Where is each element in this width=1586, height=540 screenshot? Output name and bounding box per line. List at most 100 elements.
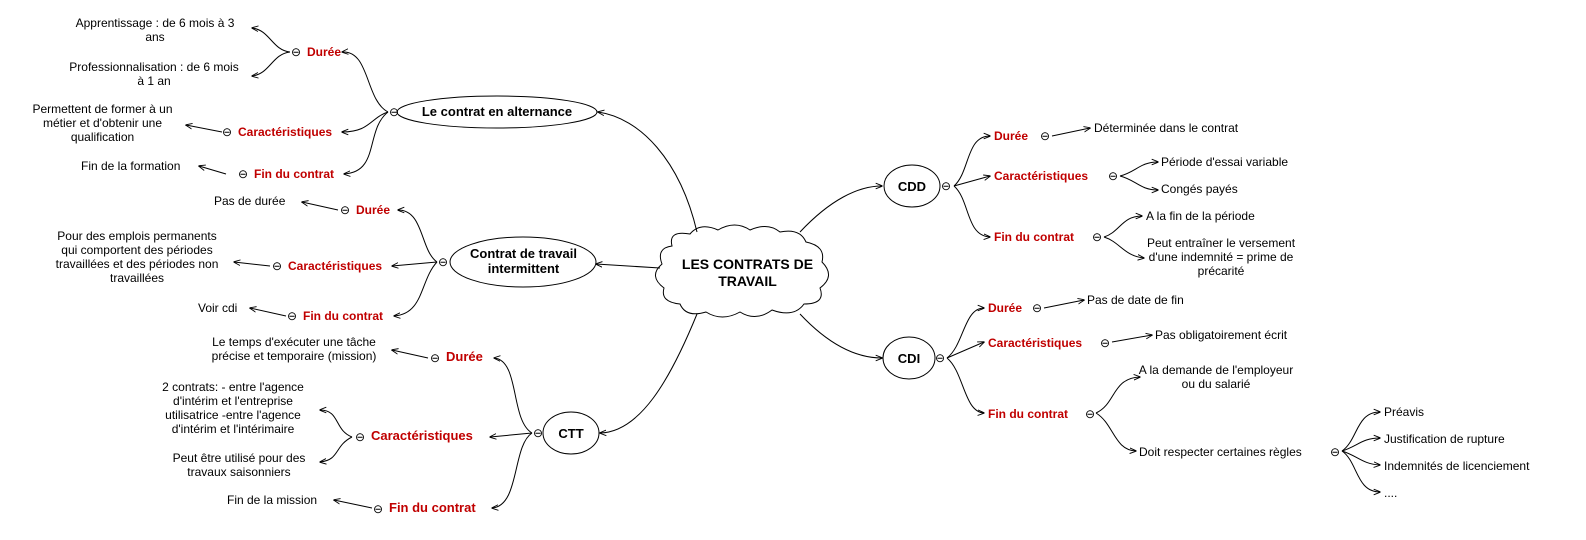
cdi-carac-label[interactable]: Caractéristiques bbox=[988, 336, 1083, 350]
alternance-fin-text: Fin de la formation bbox=[81, 159, 181, 173]
collapse-toggle-icon[interactable]: ⊖ bbox=[287, 309, 298, 323]
collapse-toggle-icon[interactable]: ⊖ bbox=[1032, 301, 1043, 315]
ctt-duree-line2: précise et temporaire (mission) bbox=[211, 349, 377, 363]
professionnalisation-line1: Professionnalisation : de 6 mois bbox=[69, 60, 239, 74]
intermittent-carac-line4: travaillées bbox=[109, 271, 165, 285]
intermittent-carac-line3: travaillées et des périodes non bbox=[55, 257, 219, 271]
collapse-toggle-icon[interactable]: ⊖ bbox=[238, 167, 249, 181]
node-intermittent[interactable]: Contrat de travail intermittent bbox=[452, 246, 595, 276]
node-ctt-shape bbox=[542, 411, 600, 455]
alternance-carac-line3: qualification bbox=[70, 130, 135, 144]
intermittent-carac-line2: qui comportent des périodes bbox=[61, 243, 213, 257]
collapse-toggle-icon[interactable]: ⊖ bbox=[1040, 129, 1051, 143]
collapse-toggle-icon[interactable]: ⊖ bbox=[272, 259, 283, 273]
intermittent-duree-text: Pas de durée bbox=[214, 194, 286, 208]
node-cdi-shape bbox=[882, 336, 936, 380]
central-topic[interactable]: LES CONTRATS DE TRAVAIL bbox=[655, 256, 840, 290]
ctt-carac-text-2: Peut être utilisé pour des travaux saiso… bbox=[160, 451, 318, 479]
node-cdd[interactable]: CDD bbox=[884, 179, 940, 194]
central-title-line1: LES CONTRATS DE bbox=[681, 256, 814, 272]
ctt-fin-text: Fin de la mission bbox=[227, 493, 318, 507]
cdi-fin-demande: A la demande de l'employeur ou du salari… bbox=[1136, 363, 1296, 391]
cdi-fin-label[interactable]: Fin du contrat bbox=[988, 407, 1068, 421]
cdd-duree-label[interactable]: Durée bbox=[994, 129, 1029, 143]
alternance-carac-label[interactable]: Caractéristiques bbox=[238, 125, 333, 139]
professionnalisation-line2: à 1 an bbox=[137, 74, 171, 88]
cdi-fin-demande-line2: ou du salarié bbox=[1181, 377, 1251, 391]
cdi-rule-justification: Justification de rupture bbox=[1384, 432, 1505, 446]
ctt-carac-line3: utilisatrice -entre l'agence bbox=[165, 408, 301, 422]
collapse-toggle-icon[interactable]: ⊖ bbox=[533, 426, 544, 440]
ctt-carac-text-1: 2 contrats: - entre l'agence d'intérim e… bbox=[148, 380, 318, 436]
collapse-toggle-icon[interactable]: ⊖ bbox=[222, 125, 233, 139]
collapse-toggle-icon[interactable]: ⊖ bbox=[1085, 407, 1096, 421]
intermittent-duree-label[interactable]: Durée bbox=[356, 203, 391, 217]
cdi-rule-etc: .... bbox=[1384, 486, 1398, 500]
ctt-carac-line2: d'intérim et l'entreprise bbox=[173, 394, 293, 408]
cdd-duree-text: Déterminée dans le contrat bbox=[1094, 121, 1239, 135]
node-ctt[interactable]: CTT bbox=[543, 426, 599, 441]
node-intermittent-title-line1: Contrat de travail bbox=[470, 246, 577, 261]
ctt-carac-label[interactable]: Caractéristiques bbox=[371, 428, 473, 443]
collapse-toggle-icon[interactable]: ⊖ bbox=[438, 255, 449, 269]
alternance-carac-line1: Permettent de former à un bbox=[32, 102, 173, 116]
cdd-fin-periode: A la fin de la période bbox=[1146, 209, 1255, 223]
collapse-toggle-icon[interactable]: ⊖ bbox=[1330, 445, 1341, 459]
alternance-duree-professionnalisation: Professionnalisation : de 6 mois à 1 an bbox=[56, 60, 252, 88]
cdi-rule-indemnites: Indemnités de licenciement bbox=[1384, 459, 1530, 473]
ctt-duree-text: Le temps d'exécuter une tâche précise et… bbox=[198, 335, 390, 363]
ctt-carac-line6: travaux saisonniers bbox=[187, 465, 291, 479]
cdi-duree-label[interactable]: Durée bbox=[988, 301, 1023, 315]
central-title-line2: TRAVAIL bbox=[718, 273, 777, 289]
alternance-carac-line2: métier et d'obtenir une bbox=[42, 116, 163, 130]
collapse-toggle-icon[interactable]: ⊖ bbox=[355, 430, 366, 444]
node-ctt-title: CTT bbox=[558, 426, 584, 441]
intermittent-carac-text: Pour des emplois permanents qui comporte… bbox=[40, 229, 234, 285]
node-intermittent-title-line2: intermittent bbox=[487, 261, 560, 276]
central-cloud-shape bbox=[655, 224, 829, 318]
cdd-fin-label[interactable]: Fin du contrat bbox=[994, 230, 1074, 244]
collapse-toggle-icon[interactable]: ⊖ bbox=[291, 45, 302, 59]
alternance-duree-apprentissage: Apprentissage : de 6 mois à 3 ans bbox=[60, 16, 250, 44]
intermittent-carac-label[interactable]: Caractéristiques bbox=[288, 259, 383, 273]
cdd-carac-label[interactable]: Caractéristiques bbox=[994, 169, 1089, 183]
node-alternance-title: Le contrat en alternance bbox=[421, 104, 573, 119]
node-intermittent-shape bbox=[449, 236, 597, 288]
ctt-fin-label[interactable]: Fin du contrat bbox=[389, 500, 476, 515]
intermittent-carac-line1: Pour des emplois permanents bbox=[57, 229, 217, 243]
ctt-duree-line1: Le temps d'exécuter une tâche bbox=[212, 335, 376, 349]
collapse-toggle-icon[interactable]: ⊖ bbox=[941, 179, 952, 193]
ctt-duree-label[interactable]: Durée bbox=[446, 349, 483, 364]
ctt-carac-line1: 2 contrats: - entre l'agence bbox=[162, 380, 304, 394]
node-alternance[interactable]: Le contrat en alternance bbox=[397, 104, 597, 119]
collapse-toggle-icon[interactable]: ⊖ bbox=[1108, 169, 1119, 183]
cdi-carac-text: Pas obligatoirement écrit bbox=[1155, 328, 1288, 342]
intermittent-fin-text: Voir cdi bbox=[198, 301, 238, 315]
cdi-duree-text: Pas de date de fin bbox=[1087, 293, 1184, 307]
collapse-toggle-icon[interactable]: ⊖ bbox=[430, 351, 441, 365]
cdi-fin-demande-line1: A la demande de l'employeur bbox=[1138, 363, 1294, 377]
cdi-fin-regles: Doit respecter certaines règles bbox=[1139, 445, 1302, 459]
apprentissage-line1: Apprentissage : de 6 mois à 3 bbox=[75, 16, 235, 30]
collapse-toggle-icon[interactable]: ⊖ bbox=[389, 105, 400, 119]
collapse-toggle-icon[interactable]: ⊖ bbox=[340, 203, 351, 217]
node-cdi-title: CDI bbox=[897, 351, 921, 366]
collapse-toggle-icon[interactable]: ⊖ bbox=[373, 502, 384, 516]
cdi-rule-preavis: Préavis bbox=[1384, 405, 1425, 419]
node-alternance-shape bbox=[396, 95, 598, 129]
cdd-fin-indemnite-line2: d'une indemnité = prime de bbox=[1148, 250, 1294, 264]
intermittent-fin-label[interactable]: Fin du contrat bbox=[303, 309, 383, 323]
cdd-carac-conges: Congés payés bbox=[1161, 182, 1238, 196]
node-cdd-shape bbox=[883, 164, 941, 208]
node-cdi[interactable]: CDI bbox=[883, 351, 935, 366]
apprentissage-line2: ans bbox=[145, 30, 165, 44]
alternance-carac-text: Permettent de former à un métier et d'ob… bbox=[20, 102, 185, 144]
alternance-fin-label[interactable]: Fin du contrat bbox=[254, 167, 334, 181]
cdd-fin-indemnite-line3: précarité bbox=[1197, 264, 1245, 278]
collapse-toggle-icon[interactable]: ⊖ bbox=[935, 351, 946, 365]
alternance-duree-label[interactable]: Durée bbox=[307, 45, 342, 59]
ctt-carac-line4: d'intérim et l'intérimaire bbox=[171, 422, 295, 436]
collapse-toggle-icon[interactable]: ⊖ bbox=[1100, 336, 1111, 350]
collapse-toggle-icon[interactable]: ⊖ bbox=[1092, 230, 1103, 244]
